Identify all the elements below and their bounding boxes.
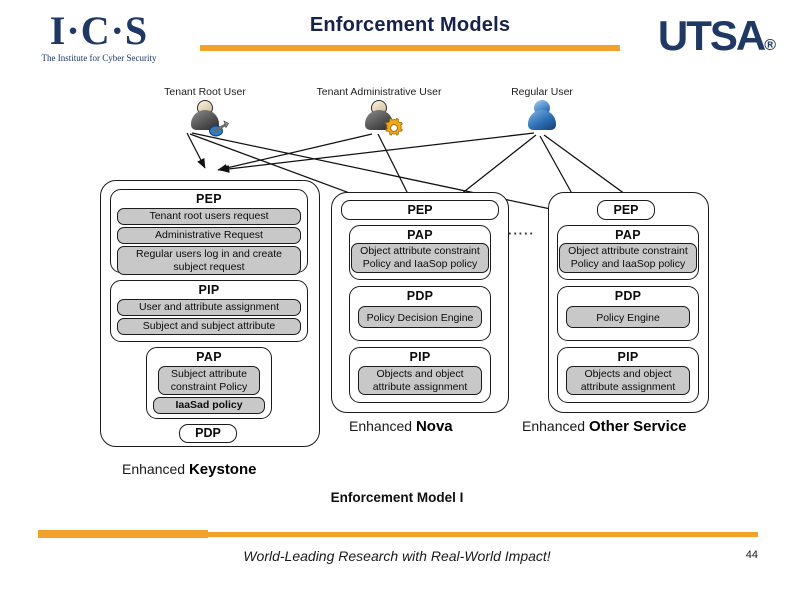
gear-icon [385, 118, 403, 136]
nova-service-label: Enhanced Nova [349, 418, 453, 435]
actor-label: Regular User [511, 86, 573, 98]
nova-pap-section: PAP Object attribute constraint Policy a… [349, 225, 491, 280]
ellipsis-separator: ····· [508, 226, 535, 241]
nova-pip-section: PIP Objects and object attribute assignm… [349, 347, 491, 403]
other-service-label: Enhanced Other Service [522, 418, 687, 435]
actor-tenant-root-user: Tenant Root User [139, 86, 271, 138]
nova-pdp-section: PDP Policy Decision Engine [349, 286, 491, 341]
other-pdp-section: PDP Policy Engine [557, 286, 699, 341]
footer-tagline: World-Leading Research with Real-World I… [243, 548, 551, 564]
keystone-pap-section: PAP Subject attribute constraint Policy … [146, 347, 272, 419]
footer-accent-bar [38, 532, 758, 537]
pep-item: Regular users log in and create subject … [117, 246, 301, 275]
utsa-logo-text: UTSA [657, 12, 766, 59]
actor-label: Tenant Root User [164, 86, 246, 98]
user-icon [519, 100, 565, 138]
pip-item: Subject and subject attribute [117, 318, 301, 335]
pip-item: Objects and object attribute assignment [358, 366, 482, 395]
pap-item: Object attribute constraint Policy and I… [351, 243, 489, 273]
enhanced-other-service-box: PEP PAP Object attribute constraint Poli… [548, 192, 709, 413]
user-wrench-icon [182, 100, 229, 138]
pip-item: User and attribute assignment [117, 299, 301, 316]
section-title: PAP [615, 228, 641, 242]
section-title: PDP [614, 289, 642, 303]
keystone-pip-section: PIP User and attribute assignment Subjec… [110, 280, 308, 342]
footer-accent-bar-thick [38, 530, 208, 538]
actor-regular-user: Regular User [482, 86, 602, 138]
pap-item: IaaSad policy [153, 397, 265, 414]
pep-item: Tenant root users request [117, 208, 301, 225]
pip-item: Objects and object attribute assignment [566, 366, 690, 395]
service-label-name: Nova [415, 418, 453, 435]
section-title: PDP [406, 289, 434, 303]
nova-pep-pill: PEP [341, 200, 499, 220]
pap-item: Subject attribute constraint Policy [158, 366, 260, 395]
keystone-service-label: Enhanced Keystone [122, 461, 256, 478]
actor-tenant-administrative-user: Tenant Administrative User [289, 86, 469, 138]
actor-label: Tenant Administrative User [316, 86, 442, 98]
service-label-prefix: Enhanced [349, 418, 416, 434]
section-title: PEP [196, 192, 222, 206]
page-title: Enforcement Models [309, 14, 511, 36]
ics-logo-mark: I·C·S [49, 8, 149, 53]
section-title: PAP [407, 228, 433, 242]
utsa-logo-registered-icon: ® [764, 37, 776, 54]
utsa-logo: UTSA® [658, 14, 776, 68]
pep-item: Administrative Request [117, 227, 301, 244]
pdp-item: Policy Engine [566, 306, 690, 328]
ics-logo: I·C·S The Institute for Cyber Security [28, 10, 170, 64]
section-title: PAP [196, 350, 222, 364]
service-label-prefix: Enhanced [122, 461, 189, 477]
user-gear-icon [356, 100, 403, 138]
other-pap-section: PAP Object attribute constraint Policy a… [557, 225, 699, 280]
page-number: 44 [745, 549, 758, 561]
section-title: PIP [617, 350, 639, 364]
enhanced-keystone-box: PEP Tenant root users request Administra… [100, 180, 320, 447]
model-caption: Enforcement Model I [330, 490, 464, 505]
pdp-item: Policy Decision Engine [358, 306, 482, 328]
keystone-pdp-pill: PDP [179, 424, 237, 443]
service-label-prefix: Enhanced [522, 418, 589, 434]
section-title: PIP [198, 283, 220, 297]
wrench-icon [209, 120, 229, 137]
title-accent-bar [200, 45, 620, 51]
other-pep-pill: PEP [597, 200, 655, 220]
service-label-name: Keystone [188, 461, 257, 478]
section-title: PIP [409, 350, 431, 364]
ics-logo-tagline: The Institute for Cyber Security [41, 53, 157, 63]
keystone-pep-section: PEP Tenant root users request Administra… [110, 189, 308, 275]
enhanced-nova-box: PEP PAP Object attribute constraint Poli… [331, 192, 509, 413]
other-pip-section: PIP Objects and object attribute assignm… [557, 347, 699, 403]
pap-item: Object attribute constraint Policy and I… [559, 243, 697, 273]
service-label-name: Other Service [588, 418, 687, 435]
